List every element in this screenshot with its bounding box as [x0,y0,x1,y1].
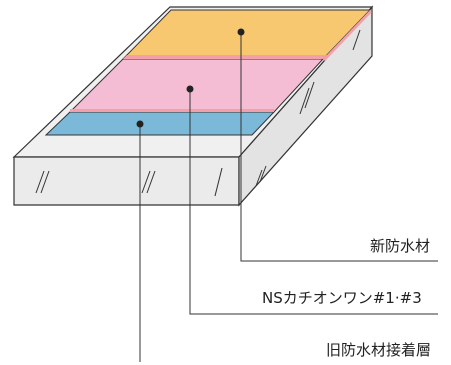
ns-cation-dot [186,85,194,93]
old-adhesive-dot [136,120,144,128]
label-old-adhesive: 旧防水材接着層 [326,341,432,359]
new-waterproof-edge [123,55,327,59]
new-waterproof-side-edge [323,10,372,61]
label-ns-cation: NSカチオンワン#1·#3 [262,289,422,307]
slab-hatching [35,29,361,197]
old-adhesive-layer [44,111,276,136]
ns-cation-edge [70,109,274,112]
label-new-waterproof: 新防水材 [370,237,431,255]
leader-lines [139,32,438,362]
new-waterproof-dot [237,28,245,36]
slab-front-face [13,156,240,206]
